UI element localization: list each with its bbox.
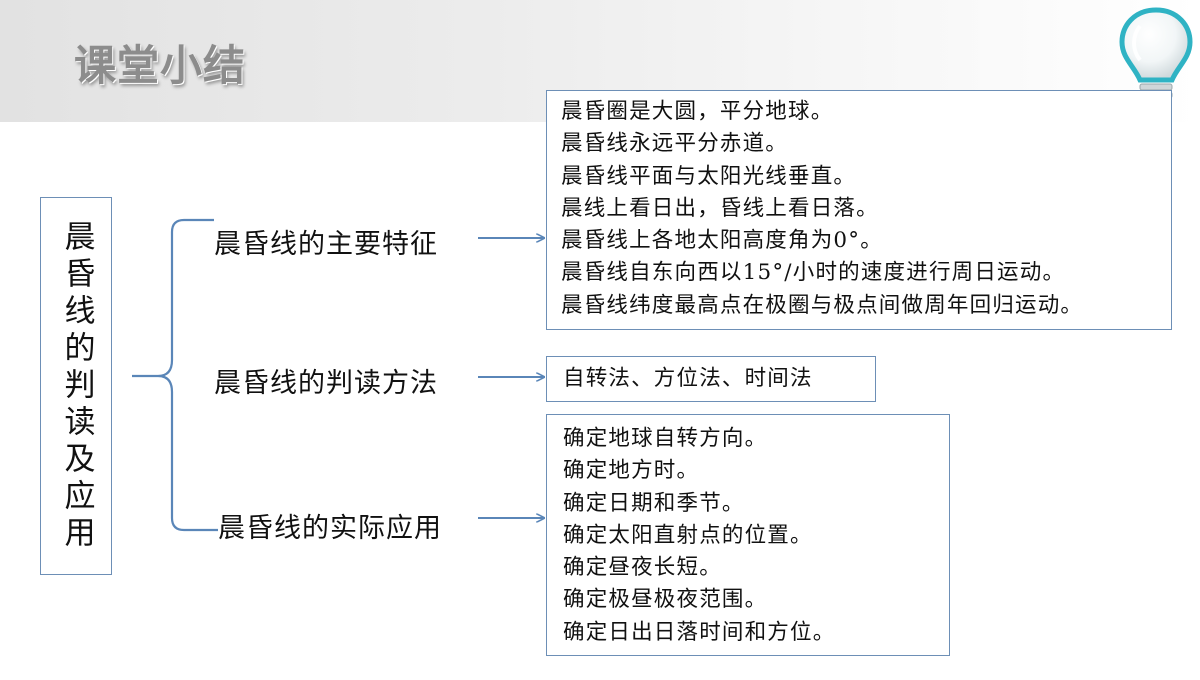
list-item: 确定日出日落时间和方位。 (563, 619, 836, 645)
list-item: 晨昏线上各地太阳高度角为0°。 (561, 228, 883, 254)
list-item: 晨昏圈是大圆，平分地球。 (561, 99, 834, 124)
list-item: 自转法、方位法、时间法 (563, 366, 813, 391)
list-item: 确定昼夜长短。 (563, 555, 722, 581)
page-title: 课堂小结 (74, 41, 247, 90)
list-item: 晨昏线平面与太阳光线垂直。 (561, 163, 857, 189)
list-item: 晨昏线永远平分赤道。 (561, 131, 789, 157)
methods-box: 自转法、方位法、时间法 (546, 356, 876, 402)
branch-label-applications: 晨昏线的实际应用 (218, 513, 442, 544)
list-item: 晨昏线纬度最高点在极圈与极点间做周年回归运动。 (561, 292, 1084, 318)
list-item: 确定太阳直射点的位置。 (563, 522, 813, 548)
branch-label-features: 晨昏线的主要特征 (214, 229, 438, 260)
branch-label-methods: 晨昏线的判读方法 (214, 368, 438, 399)
list-item: 晨昏线自东向西以15°/小时的速度进行周日运动。 (561, 260, 1066, 286)
applications-box: 确定地球自转方向。 确定地方时。 确定日期和季节。 确定太阳直射点的位置。 确定… (546, 414, 950, 656)
root-topic-box: 晨昏线的判读及应用 (40, 197, 112, 575)
features-box: 晨昏圈是大圆，平分地球。 晨昏线永远平分赤道。 晨昏线平面与太阳光线垂直。 晨线… (546, 90, 1172, 330)
list-item: 确定日期和季节。 (563, 490, 745, 516)
root-topic: 晨昏线的判读及应用 (58, 219, 95, 553)
list-item: 确定极昼极夜范围。 (563, 587, 768, 613)
list-item: 确定地球自转方向。 (563, 426, 768, 451)
brace (132, 218, 218, 532)
list-item: 晨线上看日出，昏线上看日落。 (561, 195, 879, 221)
list-item: 确定地方时。 (563, 458, 700, 484)
